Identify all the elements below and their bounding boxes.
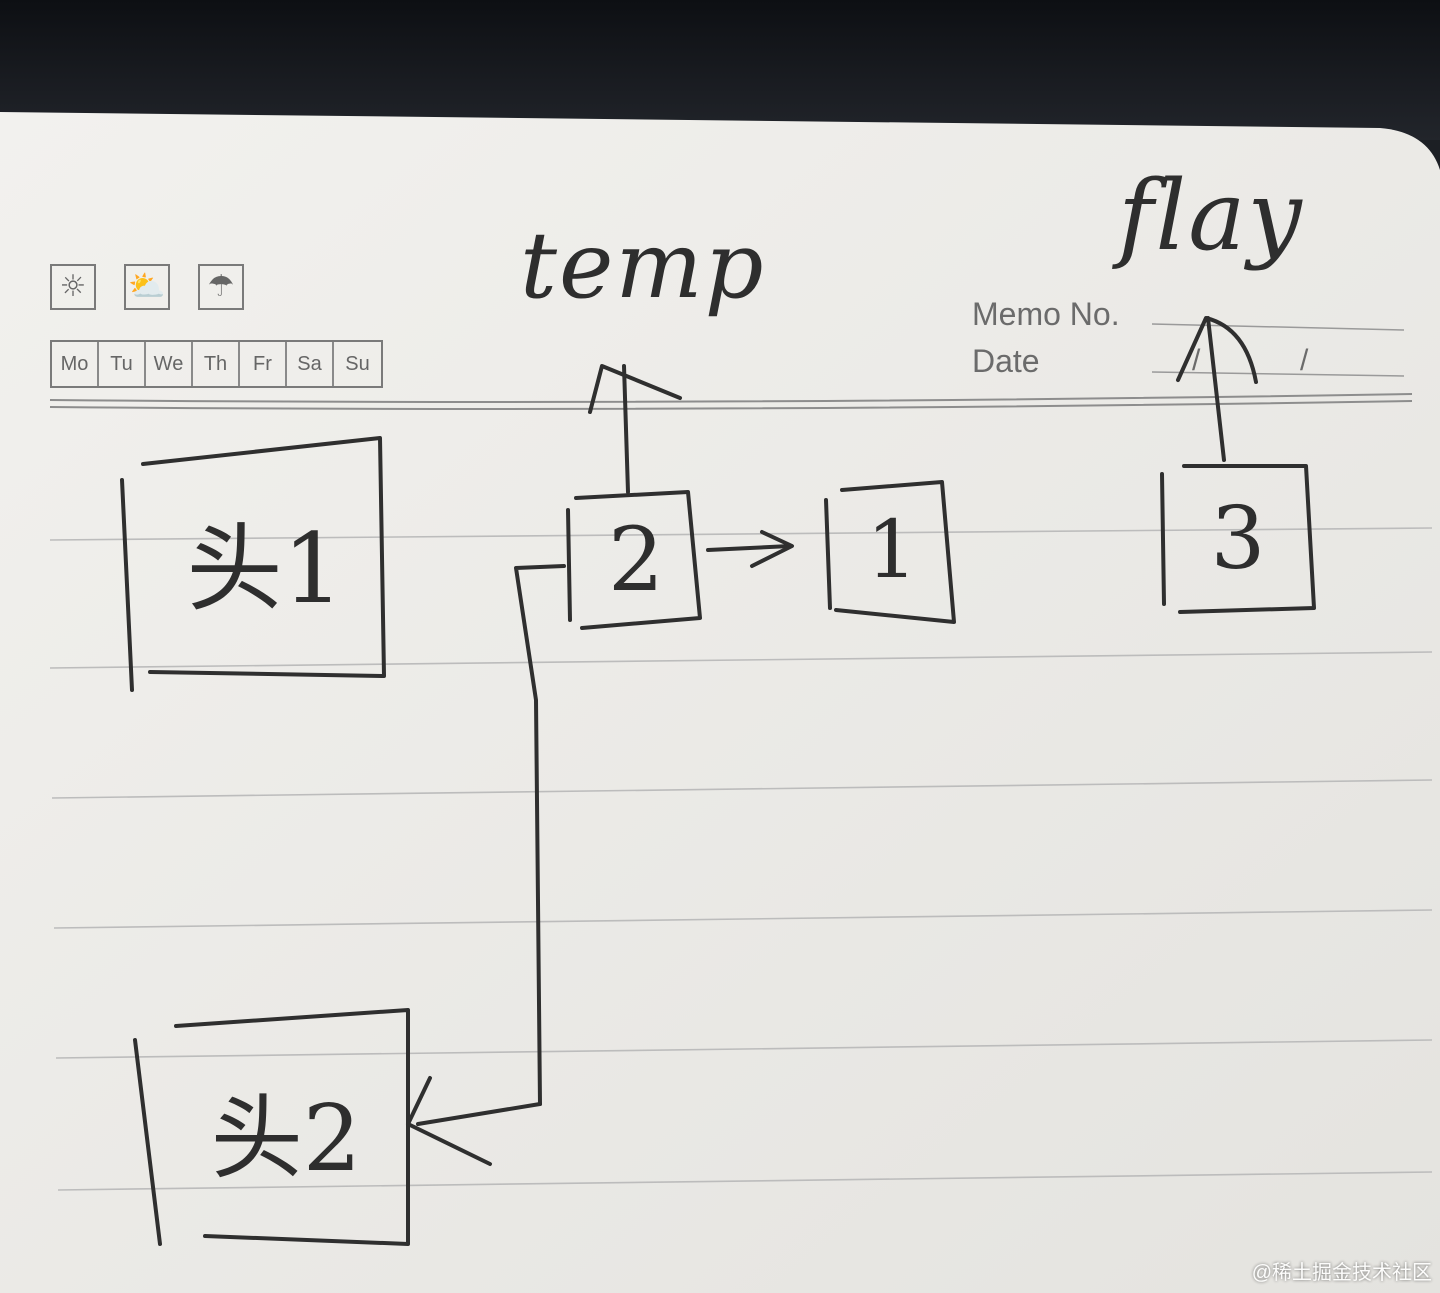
box-head2-left xyxy=(133,1038,162,1246)
date-separator-2: / xyxy=(1300,344,1309,377)
weekday-su: Su xyxy=(345,352,370,375)
hand-drawn-boxes xyxy=(120,436,1316,1246)
box-node3-left xyxy=(1160,472,1166,606)
arrow-node3-to-flay xyxy=(1206,316,1226,462)
arrow-node3-to-flay-head xyxy=(1176,316,1258,384)
arrow-node2-to-temp-head xyxy=(588,364,682,414)
paper-sheet xyxy=(0,112,1440,1293)
box-node1-left xyxy=(824,498,832,610)
node-head1-label: 头1 xyxy=(186,512,344,625)
memo-no-label: Memo No. xyxy=(972,296,1120,332)
box-head2 xyxy=(174,1008,410,1246)
hand-drawn-arrows xyxy=(406,316,1258,1166)
box-head1-left xyxy=(120,478,134,692)
arrow-node2-to-node1-head xyxy=(750,530,794,568)
box-head1 xyxy=(141,436,386,678)
header-double-rule xyxy=(49,393,1413,410)
arrow-node2-to-temp xyxy=(622,364,630,494)
link-head2-to-node2 xyxy=(514,564,566,1106)
node-2-label: 2 xyxy=(608,507,664,611)
weekday-tu: Tu xyxy=(99,342,146,386)
date-separator-1: / xyxy=(1192,344,1201,377)
box-node3 xyxy=(1178,464,1316,614)
link-head2-to-node2-head xyxy=(406,1076,492,1166)
watermark: @稀土掘金技术社区 xyxy=(1251,1262,1432,1284)
handwritten-temp: temp xyxy=(520,212,766,319)
weekday-we: We xyxy=(146,342,193,386)
node-head2-label: 头2 xyxy=(210,1084,362,1192)
box-node1 xyxy=(834,480,956,624)
ruled-lines xyxy=(49,527,1433,1191)
handwritten-flay: flay xyxy=(1118,160,1304,272)
node-1-label: 1 xyxy=(866,502,918,596)
weekday-row: Mo Tu We Th Fr Sa Su xyxy=(50,340,383,388)
weekday-sa: Sa xyxy=(287,342,334,386)
node-3-label: 3 xyxy=(1210,489,1266,589)
date-label: Date xyxy=(972,343,1040,379)
sun-icon: ☼ xyxy=(50,264,96,310)
box-node2 xyxy=(574,490,702,630)
weekday-fr: Fr xyxy=(240,342,287,386)
weekday-mo: Mo xyxy=(52,342,99,386)
memo-underlines xyxy=(1151,323,1405,377)
box-node2-left xyxy=(566,508,572,622)
weekday-th: Th xyxy=(193,342,240,386)
arrow-node2-to-node1 xyxy=(706,544,792,552)
partly-cloudy-icon: ⛅ xyxy=(124,264,170,310)
link-head2-to-node2-end xyxy=(416,1102,542,1126)
umbrella-icon: ☂ xyxy=(198,264,244,310)
